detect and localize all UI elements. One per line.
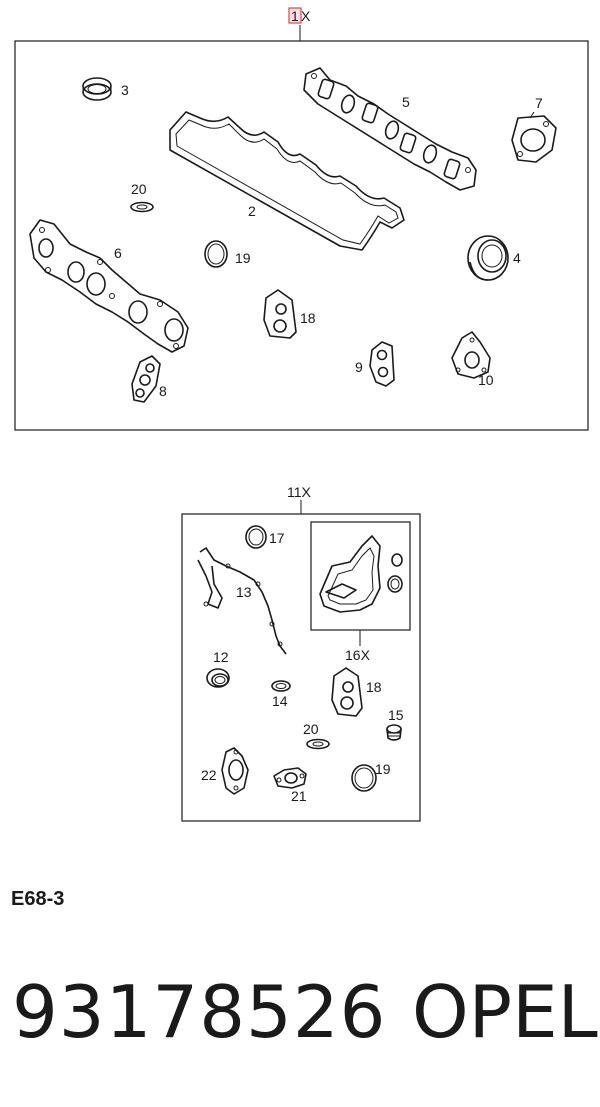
part-10-label: 10 bbox=[478, 372, 494, 388]
part-8-label: 8 bbox=[159, 383, 167, 399]
part-16-label: 16X bbox=[345, 647, 371, 663]
part-2-label: 2 bbox=[248, 203, 256, 219]
kit-1-suffix: X bbox=[301, 8, 311, 24]
part-19b-label: 19 bbox=[375, 761, 391, 777]
part-18-gasket bbox=[263, 289, 297, 339]
part-4-label: 4 bbox=[513, 250, 521, 266]
part-19-label: 19 bbox=[235, 250, 251, 266]
part-9-flange-gasket bbox=[369, 341, 395, 387]
kit-11-header: 11X bbox=[287, 484, 312, 500]
part-19-o-ring bbox=[204, 240, 228, 268]
part-15-plug bbox=[386, 724, 402, 741]
kit-1-number: 1 bbox=[291, 8, 299, 24]
part-22-label: 22 bbox=[201, 767, 217, 783]
part-8-gasket bbox=[131, 355, 161, 403]
part-3-label: 3 bbox=[121, 82, 129, 98]
part-18b-gasket bbox=[331, 667, 363, 717]
part-20-label: 20 bbox=[131, 181, 147, 197]
part-4-oil-seal bbox=[467, 235, 509, 281]
part-14-label: 14 bbox=[272, 693, 288, 709]
part-20-small-gasket bbox=[130, 201, 154, 213]
part-13-label: 13 bbox=[236, 584, 252, 600]
kit-1-highlight-box bbox=[288, 7, 302, 24]
part-3-ring-seal bbox=[82, 77, 112, 101]
part-13-timing-cover-gasket bbox=[197, 547, 287, 655]
part-17-o-ring bbox=[245, 525, 267, 549]
part-21-gasket bbox=[273, 767, 307, 789]
part-12-seal bbox=[206, 668, 230, 688]
part-7-leader bbox=[529, 111, 535, 119]
part-number: 93178526 bbox=[12, 970, 387, 1054]
kit-1-frame bbox=[14, 40, 589, 431]
kit-1-panel: 1 X 3 2 5 bbox=[14, 7, 589, 431]
part-5-intake-gasket bbox=[303, 67, 477, 191]
part-9-label: 9 bbox=[355, 359, 363, 375]
part-22-flange-gasket bbox=[221, 747, 249, 795]
part-2-valve-cover-gasket bbox=[169, 111, 405, 251]
part-21-label: 21 bbox=[291, 788, 307, 804]
part-6-exhaust-gasket bbox=[29, 219, 189, 353]
brand-name: OPEL bbox=[412, 970, 598, 1054]
part-20b-label: 20 bbox=[303, 721, 319, 737]
part-14-ring bbox=[271, 680, 291, 692]
part-18-label: 18 bbox=[300, 310, 316, 326]
kit-11-panel: 11X 17 13 16X bbox=[181, 484, 421, 822]
part-18b-label: 18 bbox=[366, 679, 382, 695]
part-15-label: 15 bbox=[388, 707, 404, 723]
part-7-label: 7 bbox=[535, 95, 543, 111]
part-19b-o-ring bbox=[351, 764, 377, 792]
section-code: E68-3 bbox=[11, 888, 65, 910]
part-16-gasket-set bbox=[319, 535, 403, 613]
part-10-triangular-gasket bbox=[451, 331, 491, 379]
part-7-flange-gasket bbox=[511, 115, 557, 163]
part-20b-small-gasket bbox=[306, 738, 330, 750]
part-5-label: 5 bbox=[402, 94, 410, 110]
part-6-label: 6 bbox=[114, 245, 122, 261]
part-17-label: 17 bbox=[269, 530, 285, 546]
kit-11-frame bbox=[181, 513, 421, 822]
part-12-label: 12 bbox=[213, 649, 229, 665]
gasket-diagram: 1 X 3 2 5 bbox=[14, 7, 589, 822]
